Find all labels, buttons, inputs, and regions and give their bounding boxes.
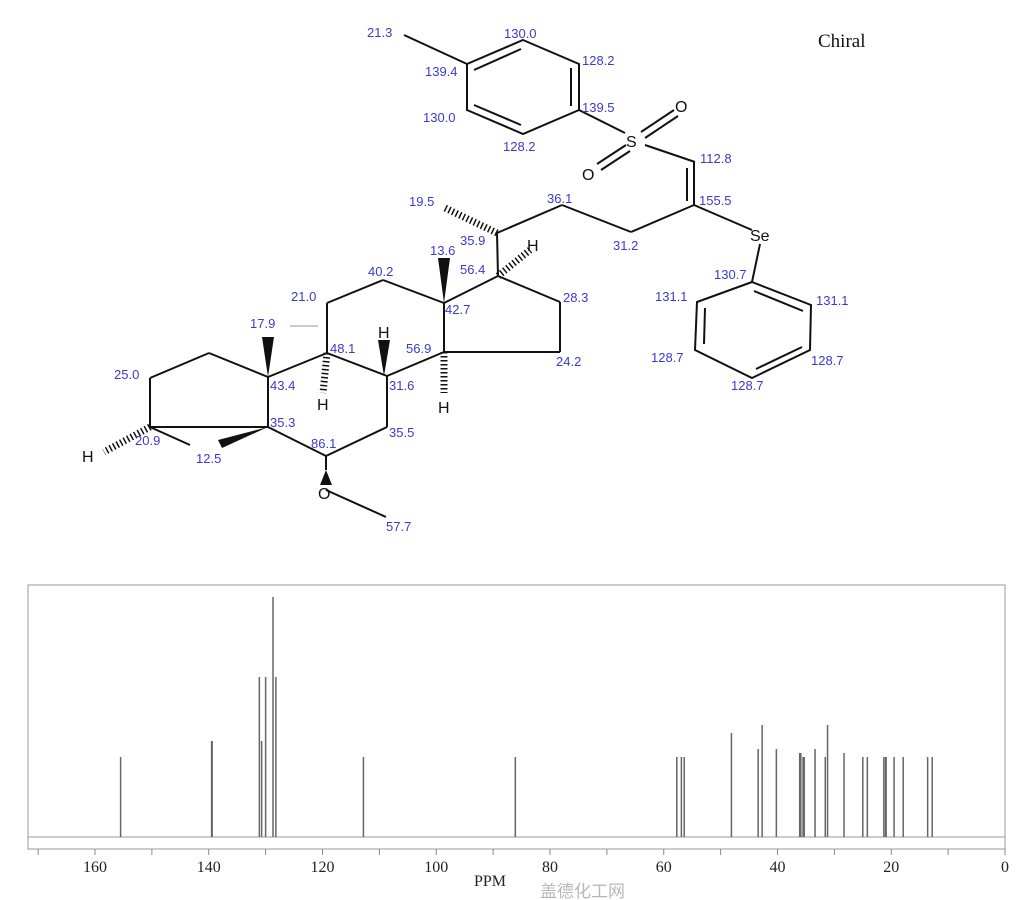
shift-label: 35.9 (460, 233, 485, 248)
shift-label: 128.7 (811, 353, 844, 368)
x-tick-label: 140 (197, 859, 221, 876)
shift-label: 112.8 (700, 151, 732, 166)
shift-label: 35.5 (389, 425, 414, 440)
x-tick-label: 20 (883, 859, 899, 876)
shift-label: 139.4 (425, 64, 458, 79)
shift-label: 28.3 (563, 290, 588, 305)
atom-hydrogen: H (378, 325, 390, 342)
atom-hydrogen: H (317, 397, 329, 414)
atom-oxygen: O (318, 486, 330, 503)
shift-label: 21.3 (367, 25, 392, 40)
shift-label: 31.2 (613, 238, 638, 253)
shift-label: 31.6 (389, 378, 414, 393)
shift-label: 128.7 (731, 378, 764, 393)
x-tick-label: 160 (83, 859, 107, 876)
shift-label: 21.0 (291, 289, 316, 304)
bonds (102, 34, 813, 518)
shift-label: 131.1 (655, 289, 688, 304)
shift-label: 128.2 (582, 53, 615, 68)
x-tick-label: 120 (311, 859, 335, 876)
shift-label: 20.9 (135, 433, 160, 448)
shift-label: 155.5 (699, 193, 732, 208)
watermark: 盖德化工网 (540, 882, 625, 900)
atom-hydrogen: H (438, 400, 450, 417)
shift-label: 128.7 (651, 350, 684, 365)
shift-label: 12.5 (196, 451, 221, 466)
shift-label: 48.1 (330, 341, 355, 356)
shift-label: 25.0 (114, 367, 139, 382)
atom-hydrogen: H (527, 238, 539, 255)
shift-labels: 21.3 130.0 128.2 139.4 139.5 130.0 128.2… (114, 25, 849, 534)
atom-oxygen: O (675, 99, 687, 116)
shift-label: 56.4 (460, 262, 485, 277)
shift-label: 35.3 (270, 415, 295, 430)
chemical-structure: Chiral (82, 25, 866, 534)
shift-label: 42.7 (445, 302, 470, 317)
shift-label: 13.6 (430, 243, 455, 258)
shift-label: 36.1 (547, 191, 572, 206)
atom-hydrogen: H (82, 449, 94, 466)
shift-label: 43.4 (270, 378, 295, 393)
peaks (119, 597, 933, 837)
nmr-spectrum: 160 140 120 100 80 60 40 20 0 PPM 盖德化工网 (27, 584, 1009, 900)
shift-label: 128.2 (503, 139, 536, 154)
x-tick-label: 0 (1001, 859, 1009, 876)
shift-label: 130.0 (504, 26, 537, 41)
shift-label: 57.7 (386, 519, 411, 534)
shift-label: 24.2 (556, 354, 581, 369)
x-tick-label: 40 (770, 859, 786, 876)
shift-label: 17.9 (250, 316, 275, 331)
x-tick-label: 100 (424, 859, 448, 876)
x-axis-label: PPM (474, 873, 506, 890)
atom-oxygen: O (582, 167, 594, 184)
shift-label: 86.1 (311, 436, 336, 451)
shift-label: 19.5 (409, 194, 434, 209)
shift-label: 56.9 (406, 341, 431, 356)
shift-label: 40.2 (368, 264, 393, 279)
atom-sulfur: S (626, 134, 637, 151)
shift-label: 130.7 (714, 267, 747, 282)
atom-selenium: Se (750, 228, 770, 245)
x-tick-label: 80 (542, 859, 558, 876)
x-axis: 160 140 120 100 80 60 40 20 0 (37, 849, 1009, 876)
shift-label: 131.1 (816, 293, 849, 308)
plot-frame (27, 584, 1006, 850)
chiral-label: Chiral (818, 31, 866, 52)
atom-labels: S O O Se O H H H H H (82, 99, 770, 503)
shift-label: 130.0 (423, 110, 456, 125)
shift-label: 139.5 (582, 100, 615, 115)
x-tick-label: 60 (656, 859, 672, 876)
